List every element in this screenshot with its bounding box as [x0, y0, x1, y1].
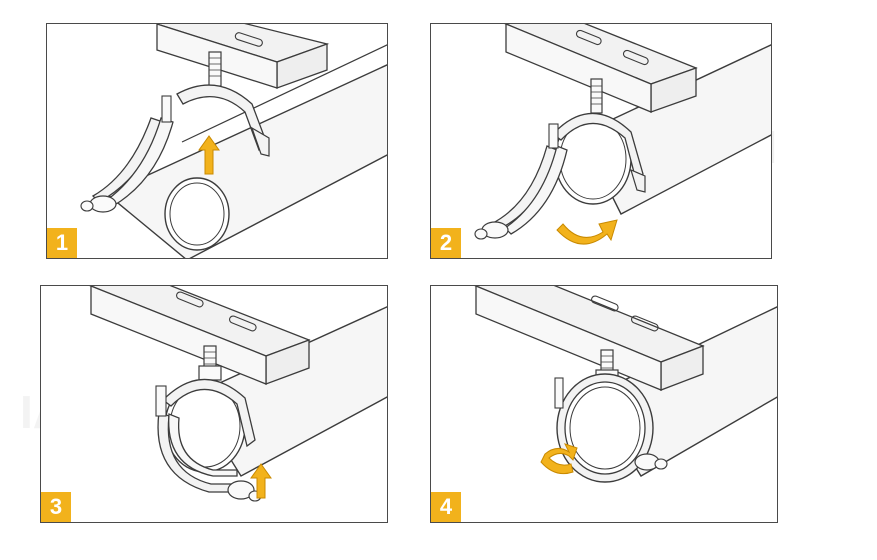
step-1-illustration	[80, 24, 387, 258]
step-number-badge: 1	[47, 228, 77, 258]
step-panel-2: 2	[430, 23, 772, 259]
up-arrow-icon	[198, 135, 220, 175]
up-arrow-icon	[250, 463, 272, 499]
step-4-illustration	[474, 286, 777, 483]
step-2-illustration	[474, 24, 771, 245]
step-panel-1: 1	[46, 23, 388, 259]
step-panel-4: 4	[430, 285, 778, 523]
rotate-arrow-icon	[540, 443, 578, 475]
step-3-illustration	[89, 286, 387, 502]
rotate-arrow-icon	[556, 219, 618, 245]
step-number-badge: 4	[431, 492, 461, 522]
step-number-badge: 3	[41, 492, 71, 522]
step-panel-3: 3	[40, 285, 388, 523]
step-number-badge: 2	[431, 228, 461, 258]
